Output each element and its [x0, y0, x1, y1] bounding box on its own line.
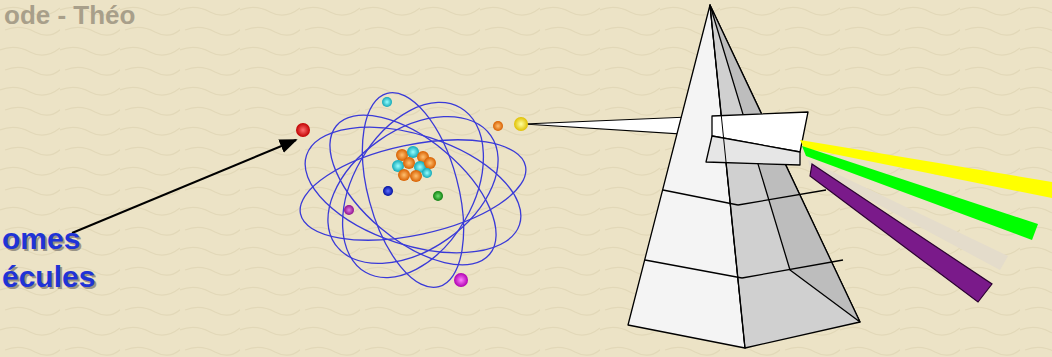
atoms-label: omes — [2, 224, 80, 254]
electrons — [296, 97, 503, 287]
nucleus — [392, 146, 436, 182]
leader-arrow — [72, 140, 296, 233]
emitting-electron — [514, 117, 528, 131]
atom-orbits — [289, 78, 536, 303]
title-fragment: ode - Théo — [4, 2, 135, 28]
spectrum-rays — [800, 140, 1052, 302]
molecules-label: écules — [2, 262, 95, 292]
